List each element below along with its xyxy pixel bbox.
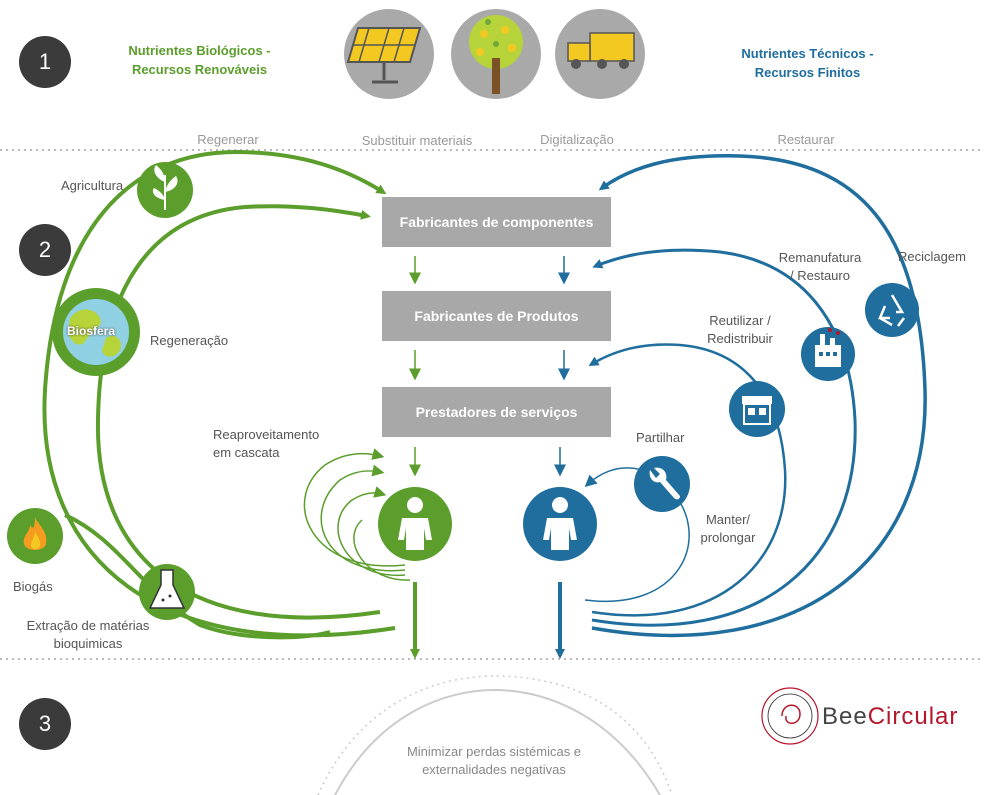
reutilizar-line-2: Redistribuir <box>707 331 773 346</box>
bottom-minimize-losses: Minimizar perdas sistémicas e externalid… <box>384 743 604 779</box>
label-remanufatura: Remanufatura / Restauro <box>770 249 870 285</box>
person-icon-green <box>378 487 452 561</box>
principle-restaurar: Restaurar <box>777 132 835 147</box>
label-biogas: Biogás <box>13 579 53 594</box>
label-regeneracao: Regeneração <box>150 333 229 348</box>
principle-digitalizacao: Digitalização <box>540 132 614 147</box>
wrench-icon <box>634 456 690 512</box>
cascade-arc-2 <box>320 464 406 572</box>
extracao-line-1: Extração de matérias <box>26 618 150 633</box>
recycle-icon <box>865 283 919 337</box>
flask-icon <box>139 564 195 620</box>
manter-line-1: Manter/ <box>705 512 751 527</box>
bio-nutrients-header: Nutrientes Biológicos - Recursos Renováv… <box>112 41 287 79</box>
shop-icon <box>729 381 785 437</box>
principle-substituir: Substituir materiais <box>361 133 473 148</box>
tech-header-line-2: Recursos Finitos <box>754 65 861 80</box>
manter-line-2: prolongar <box>700 530 756 545</box>
cascade-arc-4 <box>353 519 411 581</box>
green-outer-loop <box>42 149 396 638</box>
label-manter: Manter/ prolongar <box>690 511 766 547</box>
bio-header-line-2: Recursos Renováveis <box>131 62 268 77</box>
principle-regenerar: Regenerar <box>197 132 259 147</box>
stage-1-badge: 1 <box>19 36 71 88</box>
blue-share-loop <box>584 467 690 603</box>
bottom-line-2: externalidades negativas <box>422 762 566 777</box>
green-inner-loop <box>95 204 381 620</box>
label-reutilizar: Reutilizar / Redistribuir <box>695 312 785 348</box>
logo-part-bee: Bee <box>822 703 868 730</box>
label-agricultura: Agricultura <box>61 178 124 193</box>
cascade-arc-3 <box>337 486 406 576</box>
cascata-line-2: em cascata <box>213 445 280 460</box>
solar-panel-icon <box>344 9 434 99</box>
truck-icon <box>555 9 645 99</box>
label-partilhar: Partilhar <box>636 430 685 445</box>
cascata-line-1: Reaproveitamento <box>213 427 320 442</box>
bottom-line-1: Minimizar perdas sistémicas e <box>406 744 582 759</box>
stage-3-badge: 3 <box>19 698 71 750</box>
factory-icon <box>801 327 855 381</box>
extracao-line-2: bioquimicas <box>53 636 123 651</box>
globe-icon <box>52 288 140 376</box>
green-biogas-branch <box>64 513 331 640</box>
beecircular-logo-mark <box>761 687 819 745</box>
bottom-arc-outer <box>334 688 661 795</box>
tree-icon <box>451 9 541 99</box>
beecircular-logo-text: BeeCircular <box>822 703 958 731</box>
person-icon-blue <box>523 487 597 561</box>
box-component-manufacturers: Fabricantes de componentes <box>382 197 611 247</box>
reutilizar-line-1: Reutilizar / <box>709 313 771 328</box>
logo-part-circular: Circular <box>867 703 959 730</box>
cascade-arc-1 <box>303 448 406 567</box>
box-product-manufacturers: Fabricantes de Produtos <box>382 291 611 341</box>
remanufatura-line-1: Remanufatura <box>778 250 862 265</box>
tech-header-line-1: Nutrientes Técnicos - <box>741 46 874 61</box>
box-service-providers: Prestadores de serviços <box>382 387 611 437</box>
label-cascata: Reaproveitamento em cascata <box>213 426 319 462</box>
tech-nutrients-header: Nutrientes Técnicos - Recursos Finitos <box>725 44 890 82</box>
label-reciclagem: Reciclagem <box>898 249 966 264</box>
bottom-arc-dotted <box>317 675 673 795</box>
blue-remanufacture-loop <box>591 248 857 627</box>
remanufatura-line-2: / Restauro <box>790 268 850 283</box>
flame-icon <box>7 508 63 564</box>
bio-header-line-1: Nutrientes Biológicos - <box>128 43 271 58</box>
plant-icon <box>137 162 193 218</box>
stage-2-badge: 2 <box>19 224 71 276</box>
label-biosfera: Biosfera <box>67 324 116 338</box>
label-extracao: Extração de matérias bioquimicas <box>12 617 164 653</box>
